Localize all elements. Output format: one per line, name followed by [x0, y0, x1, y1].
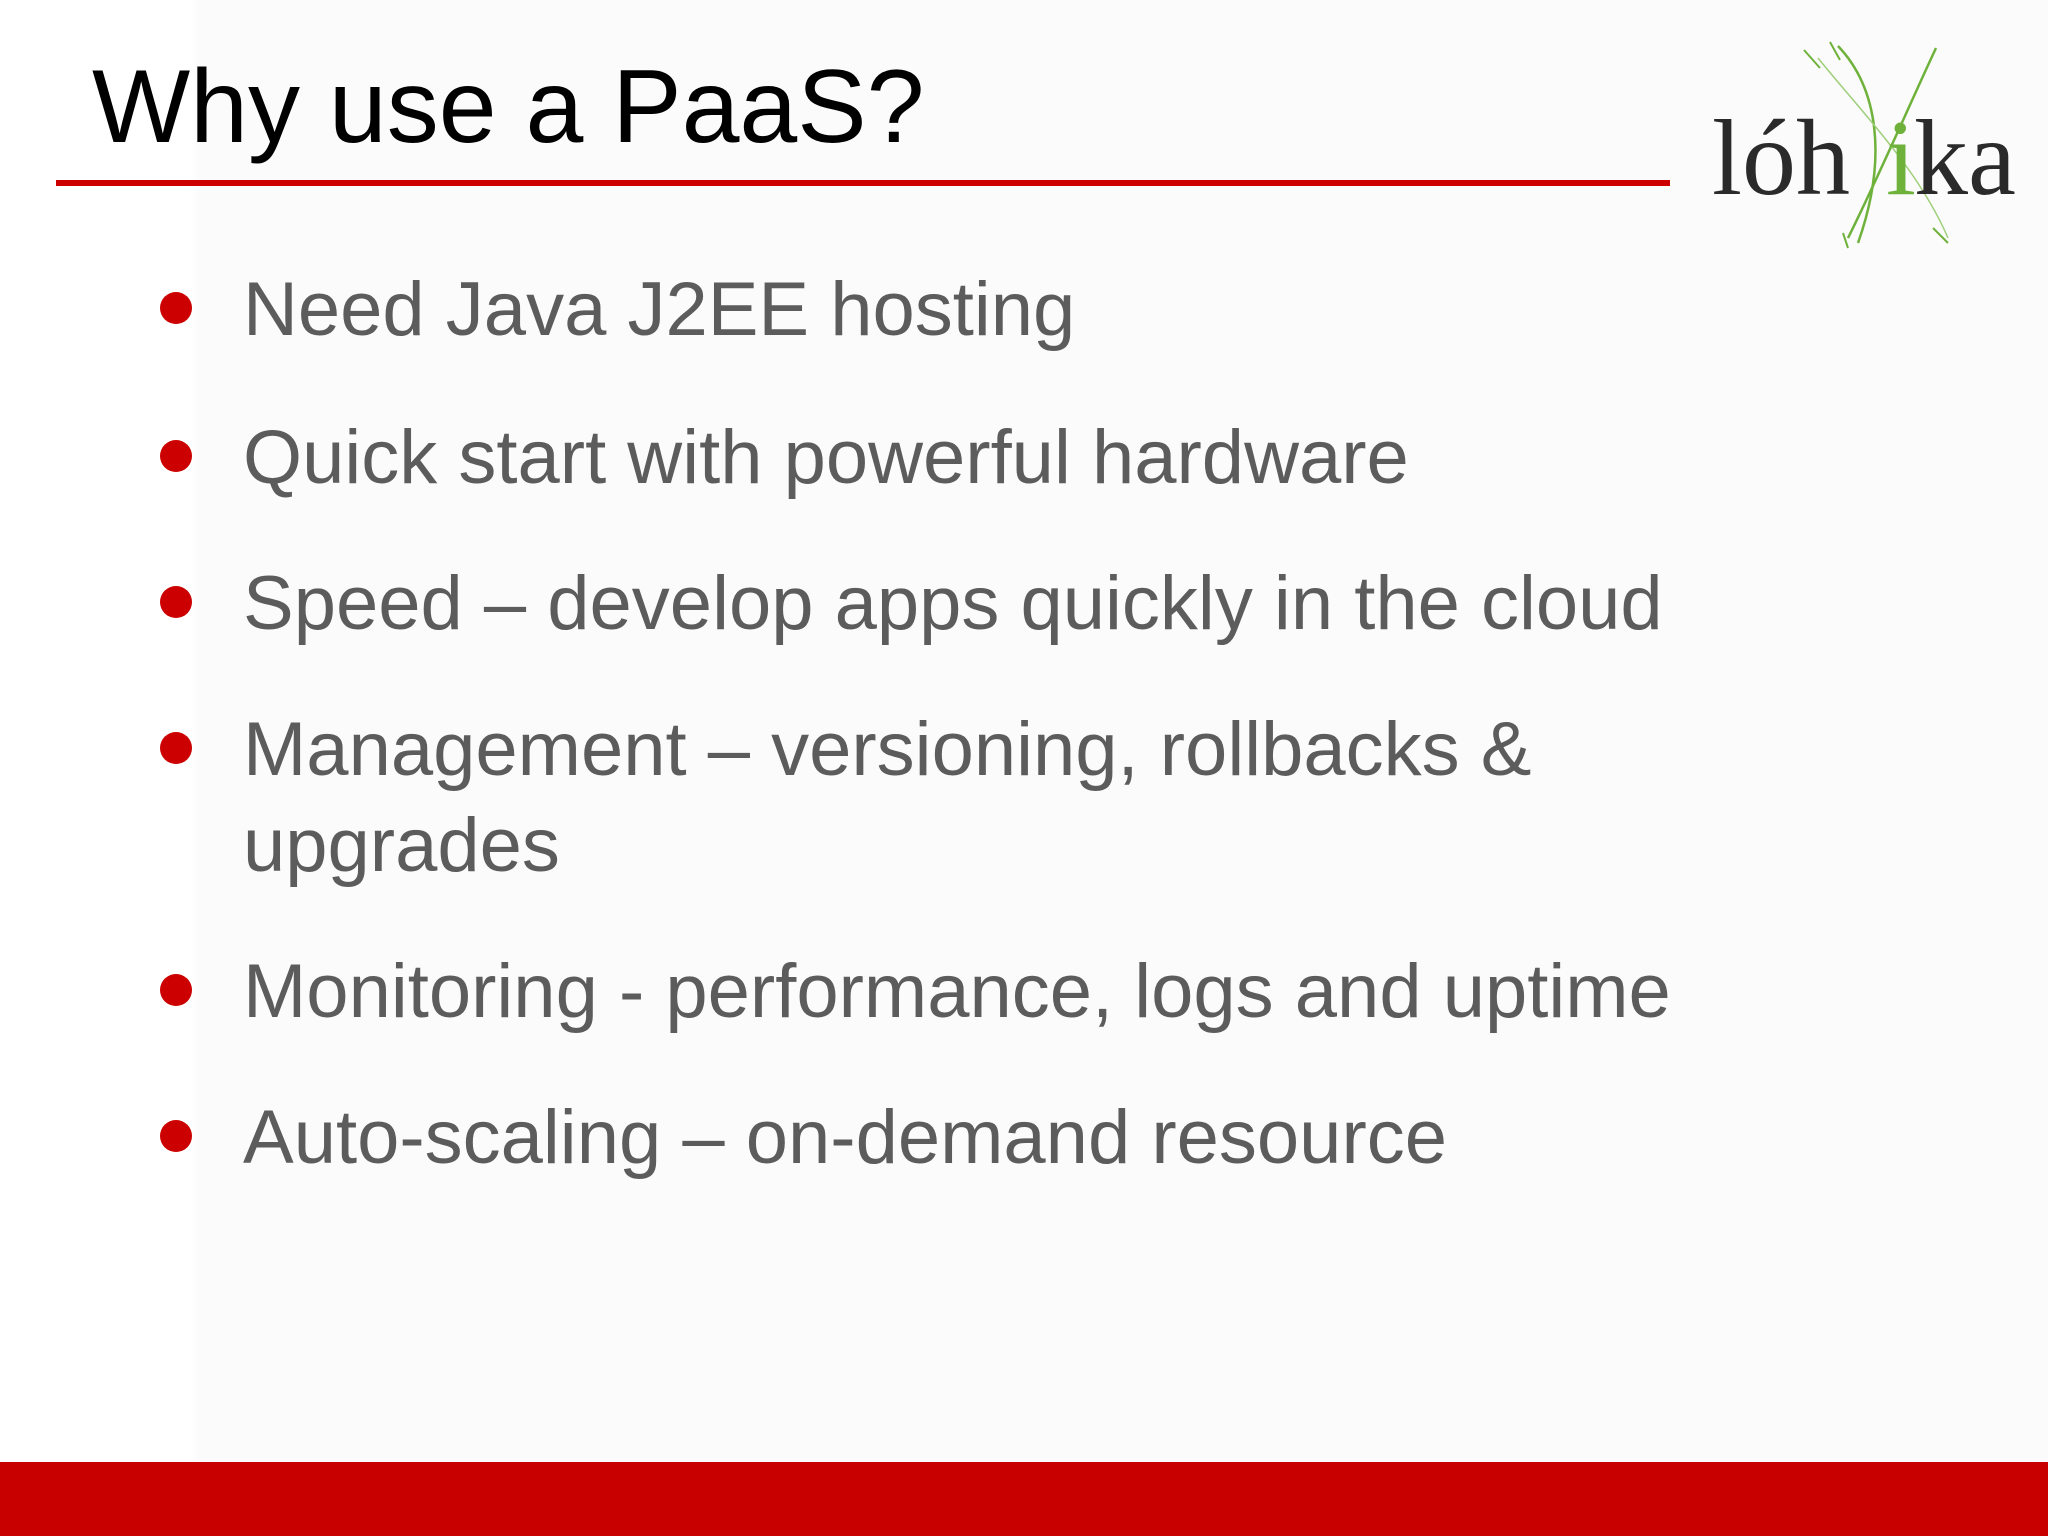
- bullet-icon: [160, 440, 192, 472]
- slide-title: Why use a PaaS?: [92, 49, 925, 165]
- bullet-icon: [160, 732, 192, 764]
- bullet-text: Auto-scaling – on-demand resource: [243, 1095, 1448, 1180]
- bullet-text: Quick start with powerful hardware: [243, 415, 1409, 500]
- bullet-icon: [160, 586, 192, 618]
- bullet-icon: [160, 1120, 192, 1152]
- svg-text:lóh: lóh: [1712, 99, 1850, 218]
- bullet-text: Speed – develop apps quickly in the clou…: [243, 561, 1663, 646]
- bullet-text: Monitoring - performance, logs and uptim…: [243, 949, 1671, 1034]
- title-underline: [56, 180, 1670, 186]
- svg-text:ka: ka: [1914, 99, 2016, 218]
- footer-bar: [0, 1462, 2048, 1536]
- bullet-icon: [160, 292, 192, 324]
- svg-text:i: i: [1886, 99, 1916, 218]
- bullet-text: Management – versioning, rollbacks & upg…: [243, 707, 1532, 888]
- bullet-icon: [160, 974, 192, 1006]
- company-logo: lóh i ka: [1708, 38, 2018, 252]
- bullet-text: Need Java J2EE hosting: [243, 267, 1076, 352]
- lohika-logo-icon: lóh i ka: [1712, 41, 2016, 249]
